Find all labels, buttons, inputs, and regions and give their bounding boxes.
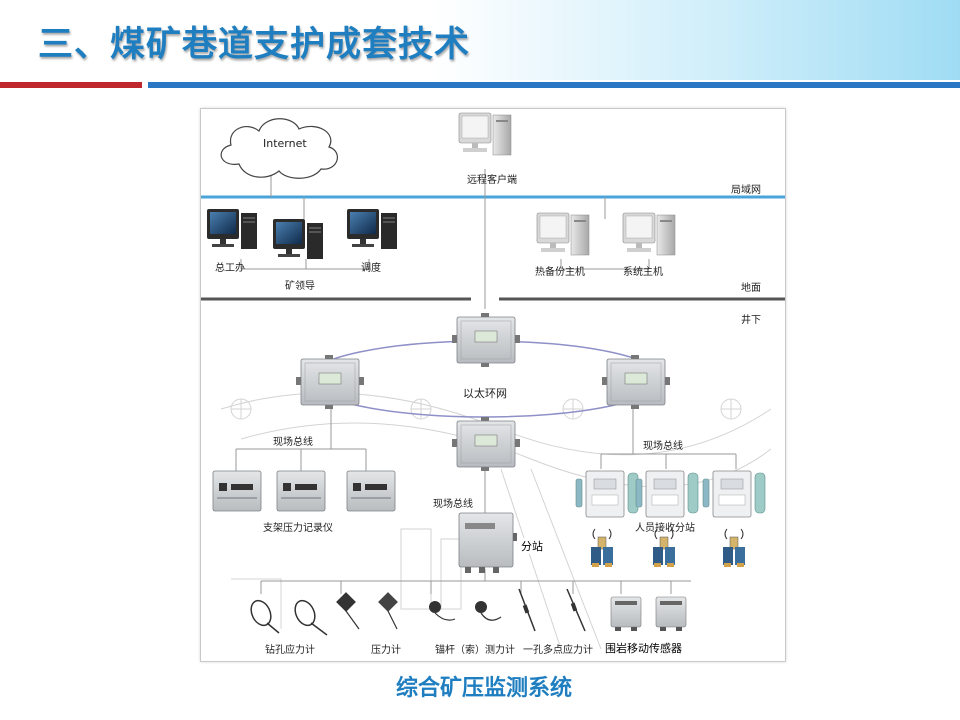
multipoint-stress-meter-icon (518, 588, 536, 632)
monitoring-system-diagram: Internet 远程客户端 局域网 总工办 调度 矿领导 热备份主机 系统主机… (200, 108, 786, 662)
field-bus-right-label: 现场总线 (643, 441, 683, 452)
borehole-stress-meter-label: 钻孔应力计 (265, 645, 315, 656)
substation-box (458, 512, 517, 573)
ring-node-right (601, 354, 671, 410)
mine-leader-label: 矿领导 (285, 281, 315, 292)
rock-displacement-sensor-label: 围岩移动传感器 (605, 640, 682, 656)
internet-cloud-icon (220, 118, 338, 179)
ring-node-bottom (451, 416, 521, 472)
support-pressure-recorder-2 (276, 470, 326, 512)
substation-label: 分站 (521, 538, 543, 554)
dispatch-computer-icon (347, 209, 397, 249)
header-background (0, 0, 960, 80)
diagram-drawing (201, 112, 785, 650)
anchor-dynamometer-icon (429, 601, 456, 621)
personnel-tag-icon (722, 528, 746, 568)
personnel-receiver-2 (635, 470, 699, 518)
page-title: 三、煤矿巷道支护成套技术 (38, 25, 471, 65)
support-pressure-recorder-1 (212, 470, 262, 512)
hot-standby-label: 热备份主机 (535, 267, 585, 278)
support-pressure-recorder-3 (346, 470, 396, 512)
support-pressure-recorder-label: 支架压力记录仪 (263, 523, 333, 534)
personnel-tag-icon (590, 528, 614, 568)
anchor-dynamometer-label: 锚杆（索）测力计 (435, 645, 515, 656)
header-accent-red (0, 82, 142, 88)
underground-label: 井下 (741, 315, 761, 326)
field-bus-center-label: 现场总线 (433, 499, 473, 510)
rock-displacement-sensor-icon (655, 596, 687, 632)
personnel-tag-icon (652, 528, 676, 568)
ethernet-ring-label: 以太环网 (463, 387, 507, 400)
personnel-receiver-1 (575, 470, 639, 518)
chief-engineer-computer-icon (207, 209, 257, 249)
ground-label: 地面 (741, 283, 761, 294)
personnel-receiver-3 (702, 470, 766, 518)
pressure-meter-label: 压力计 (371, 645, 401, 656)
multipoint-stress-meter-label: 一孔多点应力计 (523, 645, 593, 656)
internet-label: Internet (263, 137, 307, 150)
header-accent-blue (148, 82, 960, 88)
mine-leader-computer-icon (273, 219, 323, 259)
personnel-receiver-label: 人员接收分站 (635, 523, 695, 534)
hot-standby-host-icon (536, 212, 590, 256)
chief-engineer-label: 总工办 (215, 263, 245, 274)
ring-node-top (451, 312, 521, 368)
system-host-icon (622, 212, 676, 256)
rock-displacement-sensor-icon (610, 596, 642, 632)
borehole-stress-meter-icon (294, 599, 328, 636)
remote-client-computer-icon (458, 112, 512, 156)
lan-label: 局域网 (731, 185, 761, 196)
ring-node-left (295, 354, 365, 410)
multipoint-stress-meter-icon (566, 588, 586, 632)
pressure-meter-icon (336, 592, 360, 630)
system-host-label: 系统主机 (623, 267, 663, 278)
anchor-dynamometer-icon (475, 601, 502, 621)
pressure-meter-icon (378, 592, 398, 630)
field-bus-left-label: 现场总线 (273, 437, 313, 448)
borehole-stress-meter-icon (250, 599, 280, 634)
remote-client-label: 远程客户端 (467, 175, 517, 186)
diagram-caption: 综合矿压监测系统 (396, 676, 573, 701)
dispatch-label: 调度 (361, 263, 381, 274)
